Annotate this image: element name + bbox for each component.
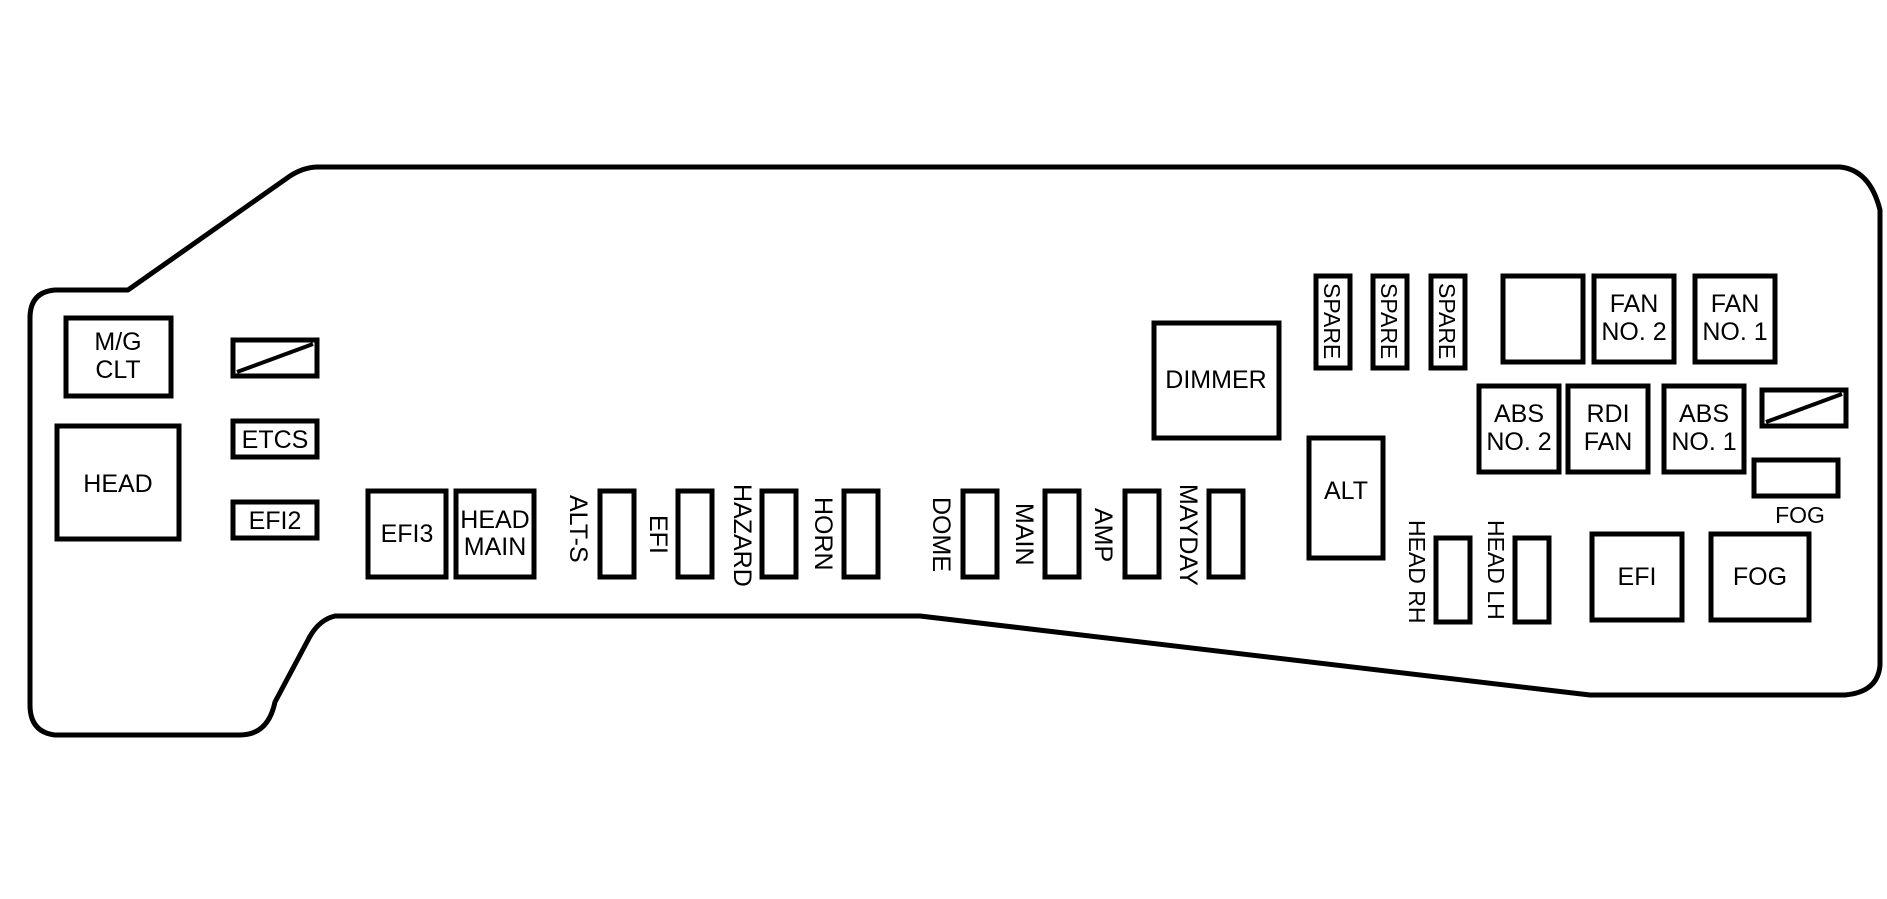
fuse-blank-right xyxy=(1759,387,1849,429)
fuse-spare-3-label: SPARE xyxy=(1434,283,1460,359)
relay-fog-large-label: FOG xyxy=(1733,563,1787,591)
fuse-fog-small: FOG xyxy=(1751,457,1841,528)
relay-rdi-fan-label-2: FAN xyxy=(1584,428,1633,456)
fuse-main-label: MAIN xyxy=(1010,503,1038,566)
fuse-head-lh: HEAD LH xyxy=(1483,520,1552,625)
fuse-mg-clt-label-1: M/G xyxy=(94,328,141,356)
fuse-head-main-label-1: HEAD xyxy=(460,506,529,534)
fuse-alt-s-label: ALT-S xyxy=(564,495,592,563)
fuse-blank-left xyxy=(230,337,320,379)
fuse-head-main: HEAD MAIN xyxy=(453,488,537,580)
relay-fan-no1-label-2: NO. 1 xyxy=(1702,318,1767,346)
fuse-blank-right-slash xyxy=(1765,392,1843,424)
relay-rdi-fan-label-1: RDI xyxy=(1586,400,1629,428)
fuse-mayday-label: MAYDAY xyxy=(1174,484,1202,586)
fuse-dome: DOME xyxy=(927,488,1000,580)
relay-abs-no1: ABS NO. 1 xyxy=(1661,383,1747,475)
relay-efi-large-label: EFI xyxy=(1618,563,1657,591)
relay-fan-no1: FAN NO. 1 xyxy=(1692,273,1778,365)
fuse-mg-clt-label-2: CLT xyxy=(95,356,140,384)
fuse-efi3: EFI3 xyxy=(365,488,449,580)
fuse-box-outline xyxy=(27,164,1883,738)
fuse-alt-s: ALT-S xyxy=(564,488,637,580)
relay-abs-no2-label-2: NO. 2 xyxy=(1486,428,1551,456)
relay-dimmer-label: DIMMER xyxy=(1165,366,1266,394)
fuse-amp: AMP xyxy=(1089,488,1162,580)
relay-fan-no2: FAN NO. 2 xyxy=(1591,273,1677,365)
fuse-head-label: HEAD xyxy=(83,470,152,498)
fuse-efi-small-label: EFI xyxy=(644,515,672,554)
relay-efi-large: EFI xyxy=(1589,531,1685,623)
relay-abs-no2: ABS NO. 2 xyxy=(1476,383,1562,475)
fuse-efi2-label: EFI2 xyxy=(249,507,302,535)
fuse-alt-label: ALT xyxy=(1324,477,1368,505)
fuse-etcs: ETCS xyxy=(230,418,320,460)
fuse-head-rh-label: HEAD RH xyxy=(1404,520,1430,624)
relay-fan-no1-label-1: FAN xyxy=(1711,290,1760,318)
fuse-spare-1-label: SPARE xyxy=(1319,283,1345,359)
fuse-fog-small-label: FOG xyxy=(1775,502,1825,528)
fuse-efi-small: EFI xyxy=(644,488,715,580)
fuse-spare-3: SPARE xyxy=(1428,273,1468,371)
relay-abs-no1-label-2: NO. 1 xyxy=(1671,428,1736,456)
fuse-head-rh: HEAD RH xyxy=(1404,520,1473,625)
fuse-spare-2: SPARE xyxy=(1370,273,1410,371)
fuse-main: MAIN xyxy=(1010,488,1082,580)
relay-rdi-fan: RDI FAN xyxy=(1565,383,1651,475)
fuse-horn-label: HORN xyxy=(809,497,837,571)
relay-fan-no2-label-1: FAN xyxy=(1610,290,1659,318)
relay-dimmer: DIMMER xyxy=(1151,320,1282,441)
relay-blank xyxy=(1500,273,1586,365)
fuse-blank-left-slash xyxy=(236,342,314,374)
fuse-spare-1: SPARE xyxy=(1313,273,1353,371)
fuse-mayday: MAYDAY xyxy=(1174,484,1246,586)
fuse-head: HEAD xyxy=(54,423,182,542)
fuse-etcs-label: ETCS xyxy=(242,426,309,454)
fuse-efi2: EFI2 xyxy=(230,499,320,541)
fuse-mg-clt: M/G CLT xyxy=(63,315,174,399)
fuse-horn: HORN xyxy=(809,488,881,580)
fuse-head-lh-label: HEAD LH xyxy=(1483,520,1509,620)
fuse-efi3-label: EFI3 xyxy=(381,520,434,548)
fuse-spare-2-label: SPARE xyxy=(1376,283,1402,359)
fuse-alt: ALT xyxy=(1306,435,1386,561)
fuse-hazard-label: HAZARD xyxy=(728,484,756,587)
fuse-hazard: HAZARD xyxy=(728,484,799,587)
fuse-dome-label: DOME xyxy=(927,497,955,572)
fuse-head-main-label-2: MAIN xyxy=(464,533,527,561)
relay-abs-no2-label-1: ABS xyxy=(1494,400,1544,428)
relay-fan-no2-label-2: NO. 2 xyxy=(1601,318,1666,346)
relay-fog-large: FOG xyxy=(1708,531,1812,623)
fuse-amp-label: AMP xyxy=(1089,508,1117,562)
relay-abs-no1-label-1: ABS xyxy=(1679,400,1729,428)
